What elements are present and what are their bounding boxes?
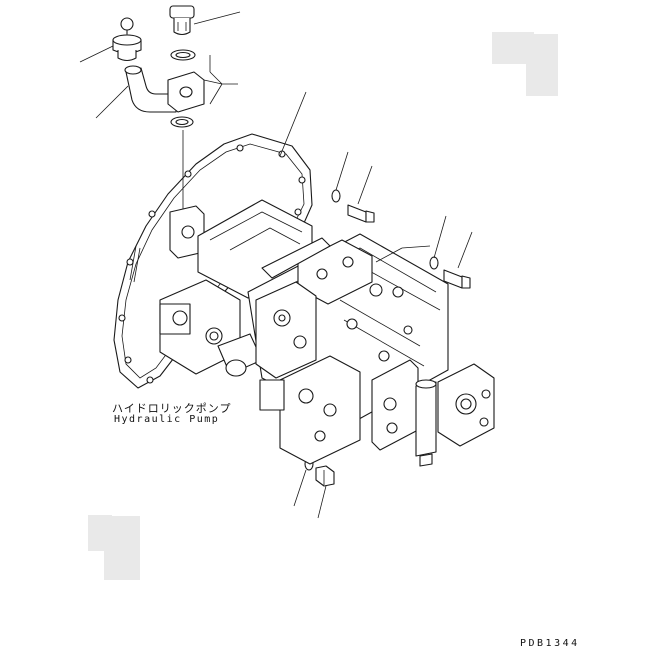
pipe-flange-block (167, 71, 205, 113)
bolt-b (443, 269, 471, 289)
component-label-english: Hydraulic Pump (114, 414, 220, 425)
drawing-code: PDB1344 (520, 638, 580, 649)
component-label-japanese: ハイドロリックポンプ (112, 402, 232, 415)
plug-bolt (169, 5, 195, 36)
flywheel-housing (113, 133, 313, 389)
watermark-bottom-left (88, 515, 140, 580)
washer-a (331, 189, 341, 203)
bolt-c (315, 465, 335, 487)
leader-lines (79, 11, 473, 519)
breather-cap (112, 17, 142, 62)
pump-body (159, 199, 495, 467)
bolt-a (347, 204, 375, 223)
watermark-top-right (492, 32, 558, 96)
washer-b (429, 256, 439, 270)
o-ring-upper (170, 49, 196, 61)
o-ring-lower (170, 116, 194, 128)
